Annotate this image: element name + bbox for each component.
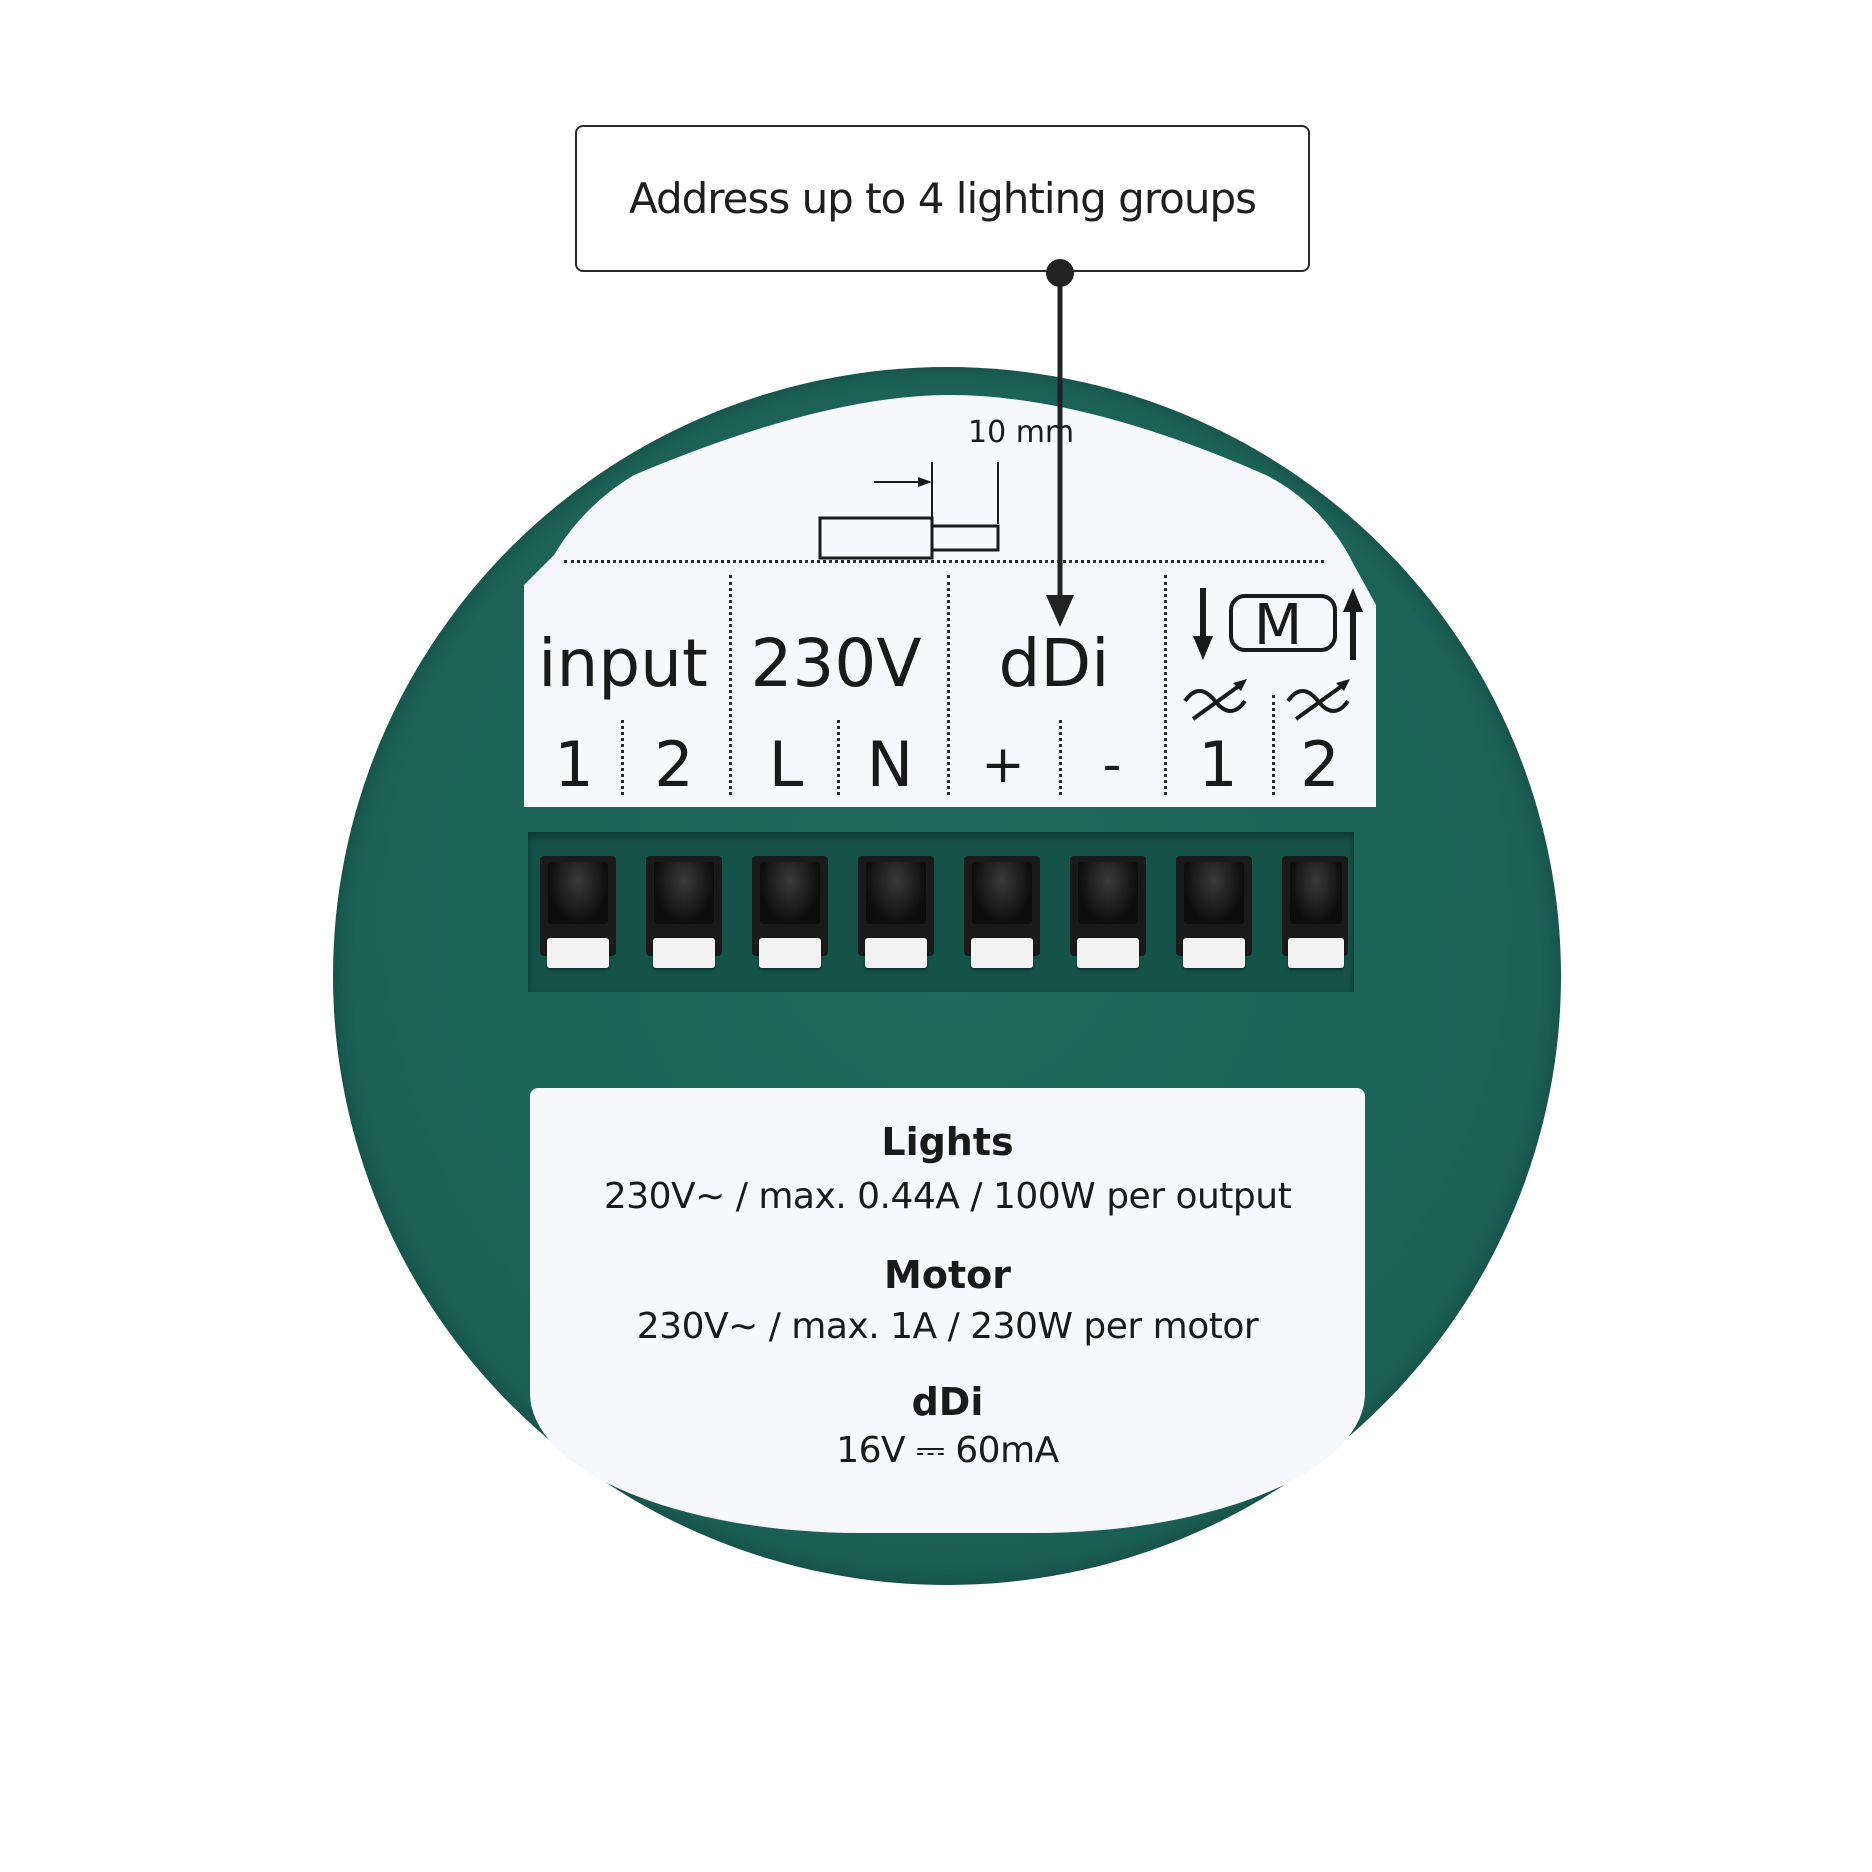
strip-length-label: 10 mm xyxy=(968,415,1075,450)
divider xyxy=(837,720,840,795)
release-tab[interactable] xyxy=(653,938,715,968)
header-230v: 230V xyxy=(750,625,922,702)
motor-direction-icon xyxy=(1189,580,1369,668)
divider xyxy=(947,575,950,795)
divider xyxy=(1059,720,1062,795)
release-tab[interactable] xyxy=(1077,938,1139,968)
divider xyxy=(1164,575,1167,795)
divider xyxy=(621,720,624,795)
divider xyxy=(729,575,732,795)
callout-box: Address up to 4 lighting groups xyxy=(575,125,1310,272)
release-tab[interactable] xyxy=(1183,938,1245,968)
terminal-label: 10 mm input 230V dDi M 1 2 L N + - 1 2 xyxy=(524,395,1376,807)
wire-strip-diagram-icon xyxy=(764,420,1004,560)
release-tab[interactable] xyxy=(971,938,1033,968)
callout-pointer xyxy=(1046,259,1074,627)
terminal-plus: + xyxy=(981,735,1025,795)
header-input: input xyxy=(538,625,708,702)
release-tab[interactable] xyxy=(1288,938,1344,968)
ddi-rating: 16V ⎓ 60mA xyxy=(836,1430,1059,1471)
callout-text: Address up to 4 lighting groups xyxy=(628,174,1257,223)
divider xyxy=(1272,695,1275,795)
lights-rating: 230V∼ / max. 0.44A / 100W per output xyxy=(603,1176,1292,1217)
terminal-out-1: 1 xyxy=(1198,728,1238,801)
terminal-block xyxy=(528,832,1354,992)
motor-rating: 230V∼ / max. 1A / 230W per motor xyxy=(636,1306,1259,1347)
motor-title: Motor xyxy=(884,1253,1011,1297)
release-tab[interactable] xyxy=(547,938,609,968)
release-tab[interactable] xyxy=(865,938,927,968)
terminal-neutral: N xyxy=(866,728,914,801)
terminal-input-1: 1 xyxy=(554,728,594,801)
terminal-live: L xyxy=(768,728,804,801)
lights-title: Lights xyxy=(881,1120,1014,1164)
dimmer-1-icon xyxy=(1179,675,1259,725)
header-ddi: dDi xyxy=(998,625,1110,702)
terminal-out-2: 2 xyxy=(1300,728,1340,801)
spec-label: Lights 230V∼ / max. 0.44A / 100W per out… xyxy=(530,1088,1365,1533)
release-tab[interactable] xyxy=(759,938,821,968)
ddi-title: dDi xyxy=(911,1380,984,1424)
terminal-input-2: 2 xyxy=(654,728,694,801)
motor-label: M xyxy=(1253,593,1303,658)
label-divider xyxy=(564,560,1324,563)
dimmer-2-icon xyxy=(1282,675,1362,725)
terminal-minus: - xyxy=(1102,735,1122,795)
